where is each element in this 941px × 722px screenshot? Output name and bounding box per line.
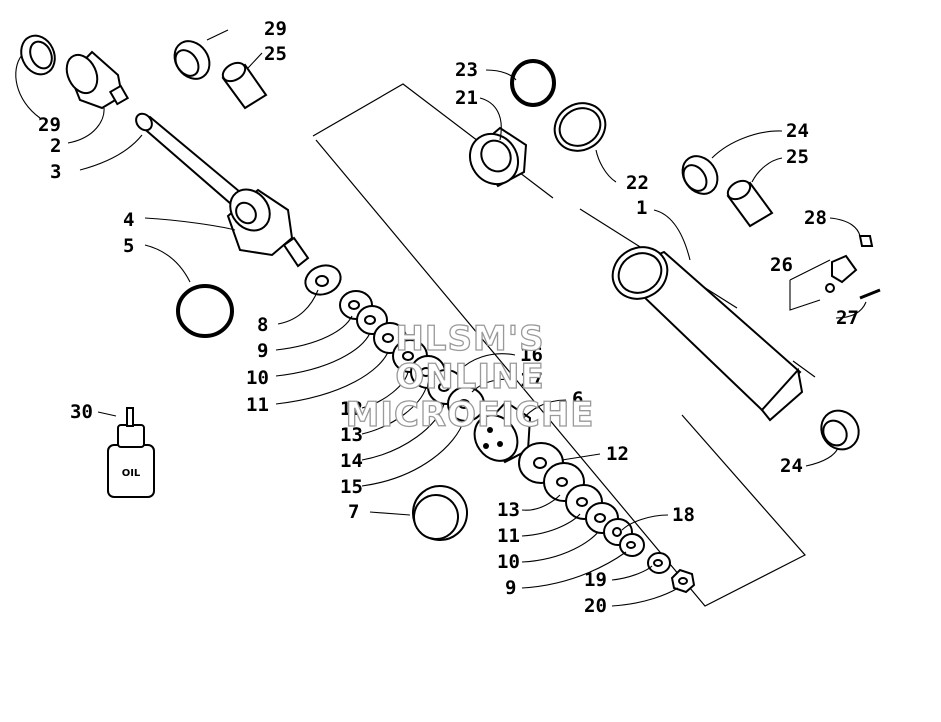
callout-27: 27	[836, 307, 859, 329]
washer-19	[647, 552, 671, 574]
callout-6: 6	[572, 388, 583, 410]
callout-3: 3	[50, 161, 61, 183]
oil-label: OIL	[122, 468, 141, 479]
callout-16: 16	[520, 344, 543, 366]
callout-25-right: 25	[786, 146, 809, 168]
callout-21: 21	[455, 87, 478, 109]
callout-13-left: 13	[340, 424, 363, 446]
valve-cap-27	[859, 288, 881, 300]
valve-core-26	[825, 254, 858, 293]
callout-12-left: 12	[340, 398, 363, 420]
callout-23: 23	[455, 59, 478, 81]
ring-22	[553, 102, 607, 152]
callout-12-right: 12	[606, 443, 629, 465]
callout-10-right: 10	[497, 551, 520, 573]
bushing-24-lower	[820, 409, 860, 451]
callout-5: 5	[123, 235, 134, 257]
washer-15	[447, 386, 485, 422]
callout-18: 18	[672, 504, 695, 526]
callout-11-left: 11	[246, 394, 269, 416]
watermark-line-1: HLSM'S	[395, 319, 544, 359]
washer-8	[304, 264, 342, 296]
leader-lines	[15, 29, 867, 607]
callout-11-right: 11	[497, 525, 520, 547]
reservoir-piston-21	[468, 126, 528, 188]
callout-2: 2	[50, 135, 61, 157]
o-ring-23	[510, 59, 556, 107]
watermark-line-2: ONLINE	[395, 357, 544, 397]
watermark-line-3: MICROFICHE	[345, 395, 594, 435]
callout-1: 1	[636, 197, 647, 219]
callout-22: 22	[626, 172, 649, 194]
nut-20	[670, 568, 696, 594]
callout-numbers: 29 25 29 2 3 4 5 8 9 10 11 12 13 14 15 1…	[38, 18, 859, 617]
oil-bottle-30: OIL	[107, 407, 155, 498]
sleeve-25-top	[221, 61, 268, 110]
callout-26: 26	[770, 254, 793, 276]
callout-30: 30	[70, 401, 93, 423]
watermark: HLSM'S ONLINE MICROFICHE	[345, 318, 594, 435]
callout-9-right: 9	[505, 577, 516, 599]
bushing-29-left	[20, 34, 56, 76]
callout-29-top: 29	[264, 18, 287, 40]
callout-19: 19	[584, 569, 607, 591]
bushing-29-top	[173, 40, 211, 80]
callout-10-left: 10	[246, 367, 269, 389]
callout-28: 28	[804, 207, 827, 229]
seal-head-4	[226, 188, 310, 268]
callout-17: 17	[520, 369, 543, 391]
sleeve-25-right	[726, 179, 774, 228]
callout-15: 15	[340, 476, 363, 498]
callout-20: 20	[584, 595, 607, 617]
valve-screw-28	[858, 235, 874, 247]
callout-24-lower: 24	[780, 455, 803, 477]
callout-9-left: 9	[257, 340, 268, 362]
callout-13-right: 13	[497, 499, 520, 521]
callout-8: 8	[257, 314, 268, 336]
callout-29-left: 29	[38, 114, 61, 136]
callout-25-top: 25	[264, 43, 287, 65]
callout-7: 7	[348, 501, 359, 523]
bushing-24-top	[681, 155, 719, 195]
piston-6	[473, 400, 532, 464]
washer-9b	[619, 533, 645, 557]
callout-14: 14	[340, 450, 363, 472]
o-ring-5	[176, 284, 234, 338]
callout-4: 4	[123, 209, 134, 231]
shock-body-1	[611, 246, 804, 422]
callout-24-top: 24	[786, 120, 809, 142]
piston-band-7	[412, 485, 468, 541]
shock-eyelet-2	[65, 50, 130, 110]
